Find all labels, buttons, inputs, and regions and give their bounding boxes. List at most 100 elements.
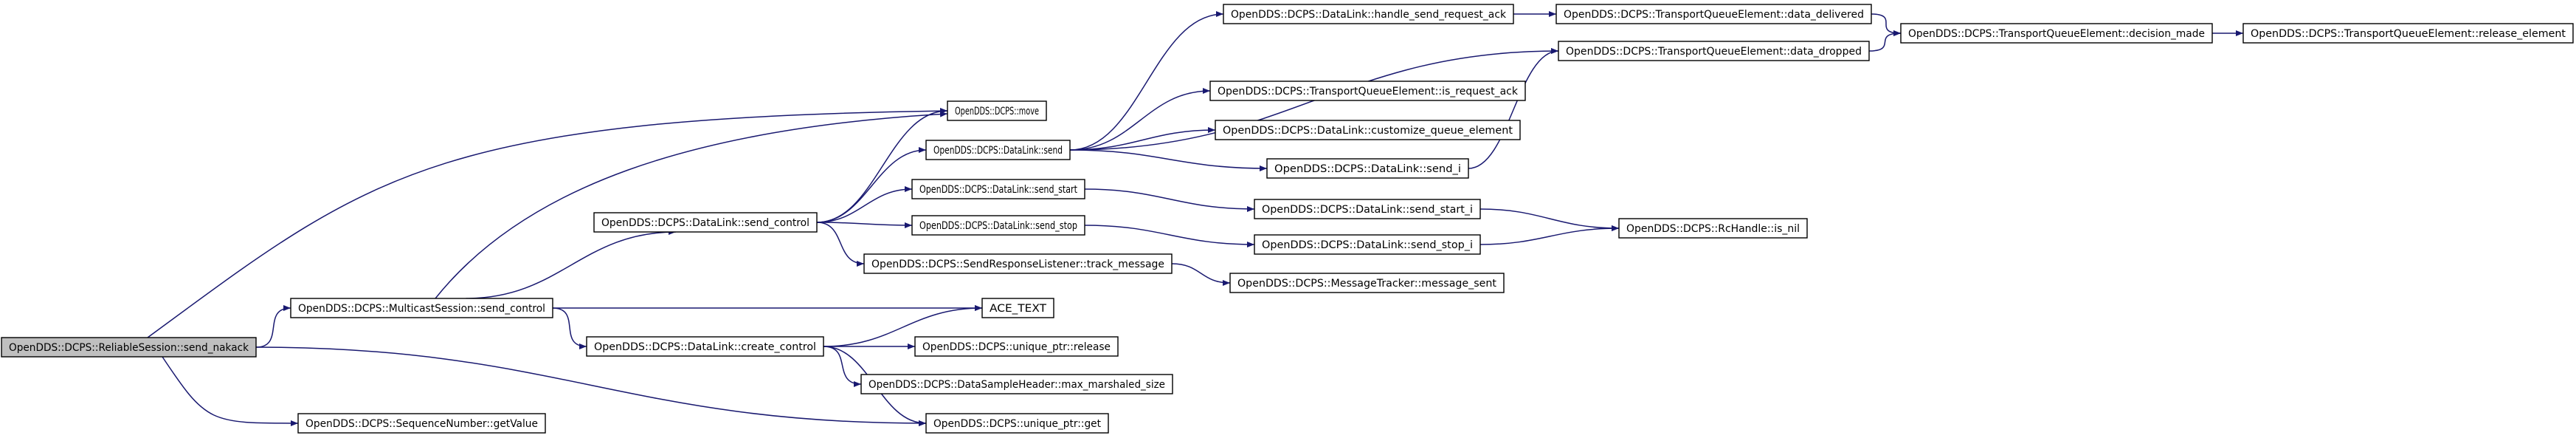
graph-edge: [816, 147, 927, 223]
graph-node[interactable]: OpenDDS::DCPS::DataLink::send_i: [1266, 158, 1469, 179]
graph-node-label: OpenDDS::DCPS::DataLink::send_start: [919, 184, 1077, 196]
graph-edge: [1479, 208, 1620, 231]
graph-edge: [816, 222, 913, 228]
graph-node-label: OpenDDS::DCPS::TransportQueueElement::da…: [1566, 46, 1862, 58]
graph-node-box: [947, 100, 1047, 121]
graph-edge: [1069, 11, 1224, 151]
graph-edge: [1871, 13, 1902, 36]
graph-edge: [255, 305, 291, 348]
graph-node-box: [911, 215, 1085, 236]
edge-layer: [147, 11, 2243, 426]
graph-edge: [823, 346, 862, 387]
graph-node[interactable]: OpenDDS::DCPS::DataLink::handle_send_req…: [1223, 4, 1514, 24]
graph-node-box: [1618, 218, 1808, 239]
graph-node[interactable]: OpenDDS::DCPS::TransportQueueElement::da…: [1558, 41, 1870, 61]
graph-node[interactable]: OpenDDS::DCPS::DataSampleHeader::max_mar…: [860, 374, 1173, 394]
graph-node-label: OpenDDS::DCPS::DataLink::handle_send_req…: [1231, 9, 1507, 21]
graph-node-label: OpenDDS::DCPS::unique_ptr::get: [933, 418, 1101, 430]
graph-node-box: [911, 179, 1085, 199]
graph-node[interactable]: OpenDDS::DCPS::MessageTracker::message_s…: [1229, 273, 1505, 293]
graph-node[interactable]: OpenDDS::DCPS::TransportQueueElement::is…: [1209, 81, 1526, 101]
graph-edge: [1479, 225, 1620, 245]
graph-node-label: OpenDDS::DCPS::TransportQueueElement::re…: [2251, 28, 2566, 40]
graph-node-box: [1900, 23, 2213, 44]
graph-edge: [255, 346, 927, 426]
graph-edge: [1084, 188, 1255, 212]
graph-node-label: OpenDDS::DCPS::SendResponseListener::tra…: [871, 259, 1164, 270]
graph-edge: [816, 186, 913, 223]
graph-node[interactable]: OpenDDS::DCPS::unique_ptr::get: [925, 413, 1109, 434]
graph-node-label: OpenDDS::DCPS::SequenceNumber::getValue: [305, 418, 538, 430]
graph-edge: [1084, 225, 1255, 247]
graph-node[interactable]: OpenDDS::DCPS::DataLink::customize_queue…: [1215, 120, 1521, 140]
graph-node[interactable]: OpenDDS::DCPS::DataLink::send_stop_i: [1254, 234, 1481, 255]
graph-node[interactable]: OpenDDS::DCPS::TransportQueueElement::da…: [1555, 4, 1872, 24]
graph-edge: [147, 108, 948, 338]
graph-node-label: OpenDDS::DCPS::DataLink::send_i: [1274, 163, 1461, 175]
graph-node[interactable]: OpenDDS::DCPS::unique_ptr::release: [914, 336, 1119, 357]
graph-node-box: [2242, 23, 2574, 44]
graph-node-label: OpenDDS::DCPS::RcHandle::is_nil: [1626, 223, 1800, 235]
graph-edge: [162, 356, 299, 426]
graph-node-box: [290, 298, 553, 318]
graph-node-box: [1229, 273, 1505, 293]
graph-node-box: [1215, 120, 1521, 140]
graph-node[interactable]: OpenDDS::DCPS::DataLink::send_start_i: [1254, 199, 1481, 219]
graph-node-label: OpenDDS::DCPS::ReliableSession::send_nak…: [9, 342, 249, 354]
graph-node-label: OpenDDS::DCPS::DataLink::send_stop_i: [1262, 239, 1473, 251]
graph-node-label: OpenDDS::DCPS::DataLink::create_control: [594, 341, 816, 353]
graph-node[interactable]: OpenDDS::DCPS::DataLink::send_start: [911, 179, 1085, 199]
graph-edge: [1171, 263, 1231, 286]
graph-node[interactable]: OpenDDS::DCPS::DataLink::create_control: [586, 336, 824, 357]
graph-edge: [816, 222, 865, 267]
graph-node-box: [1555, 4, 1872, 24]
graph-node[interactable]: ACE_TEXT: [981, 298, 1054, 318]
graph-node-label: OpenDDS::DCPS::unique_ptr::release: [922, 341, 1111, 353]
node-layer: OpenDDS::DCPS::ReliableSession::send_nak…: [1, 4, 2574, 434]
graph-node-box: [1209, 81, 1526, 101]
graph-node-label: OpenDDS::DCPS::move: [955, 106, 1039, 117]
graph-edge: [435, 111, 948, 299]
graph-edge: [466, 229, 677, 299]
graph-node-box: [1254, 234, 1481, 255]
graph-node-label: OpenDDS::DCPS::DataLink::customize_queue…: [1223, 125, 1513, 137]
graph-node-box: [981, 298, 1054, 318]
graph-node-box: [1254, 199, 1481, 219]
graph-node-box: [925, 140, 1071, 160]
graph-node-label: ACE_TEXT: [990, 303, 1046, 315]
graph-node-label: OpenDDS::DCPS::DataSampleHeader::max_mar…: [869, 379, 1165, 391]
graph-node[interactable]: OpenDDS::DCPS::TransportQueueElement::re…: [2242, 23, 2574, 44]
graph-node-label: OpenDDS::DCPS::DataLink::send_control: [601, 217, 809, 229]
graph-edge: [1069, 149, 1268, 171]
graph-edge: [1868, 30, 1902, 52]
graph-node[interactable]: OpenDDS::DCPS::TransportQueueElement::de…: [1900, 23, 2213, 44]
graph-edge: [1468, 48, 1559, 169]
graph-node-label: OpenDDS::DCPS::TransportQueueElement::de…: [1908, 28, 2205, 40]
graph-node-label: OpenDDS::DCPS::DataLink::send_start_i: [1262, 204, 1473, 216]
graph-node-box: [863, 253, 1173, 274]
graph-node-box: [593, 212, 818, 233]
graph-node-box: [1266, 158, 1469, 179]
graph-edge: [823, 305, 983, 347]
graph-node-label: OpenDDS::DCPS::TransportQueueElement::is…: [1218, 86, 1519, 98]
graph-edge: [552, 307, 587, 349]
graph-node[interactable]: OpenDDS::DCPS::DataLink::send: [925, 140, 1071, 160]
graph-node-box: [925, 413, 1109, 434]
graph-node[interactable]: OpenDDS::DCPS::SendResponseListener::tra…: [863, 253, 1173, 274]
graph-node-label: OpenDDS::DCPS::TransportQueueElement::da…: [1564, 9, 1864, 21]
graph-node[interactable]: OpenDDS::DCPS::DataLink::send_stop: [911, 215, 1085, 236]
graph-node-label: OpenDDS::DCPS::MulticastSession::send_co…: [298, 303, 545, 315]
graph-node[interactable]: OpenDDS::DCPS::RcHandle::is_nil: [1618, 218, 1808, 239]
graph-node-label: OpenDDS::DCPS::MessageTracker::message_s…: [1237, 278, 1496, 290]
graph-node[interactable]: OpenDDS::DCPS::move: [947, 100, 1047, 121]
graph-node-label: OpenDDS::DCPS::DataLink::send_stop: [919, 220, 1077, 232]
graph-node-label: OpenDDS::DCPS::DataLink::send: [933, 145, 1063, 157]
graph-node[interactable]: OpenDDS::DCPS::DataLink::send_control: [593, 212, 818, 233]
graph-node[interactable]: OpenDDS::DCPS::MulticastSession::send_co…: [290, 298, 553, 318]
graph-node[interactable]: OpenDDS::DCPS::SequenceNumber::getValue: [297, 413, 546, 434]
graph-node-box: [586, 336, 824, 357]
graph-node-box: [297, 413, 546, 434]
graph-node[interactable]: OpenDDS::DCPS::ReliableSession::send_nak…: [1, 337, 257, 358]
graph-node-box: [860, 374, 1173, 394]
